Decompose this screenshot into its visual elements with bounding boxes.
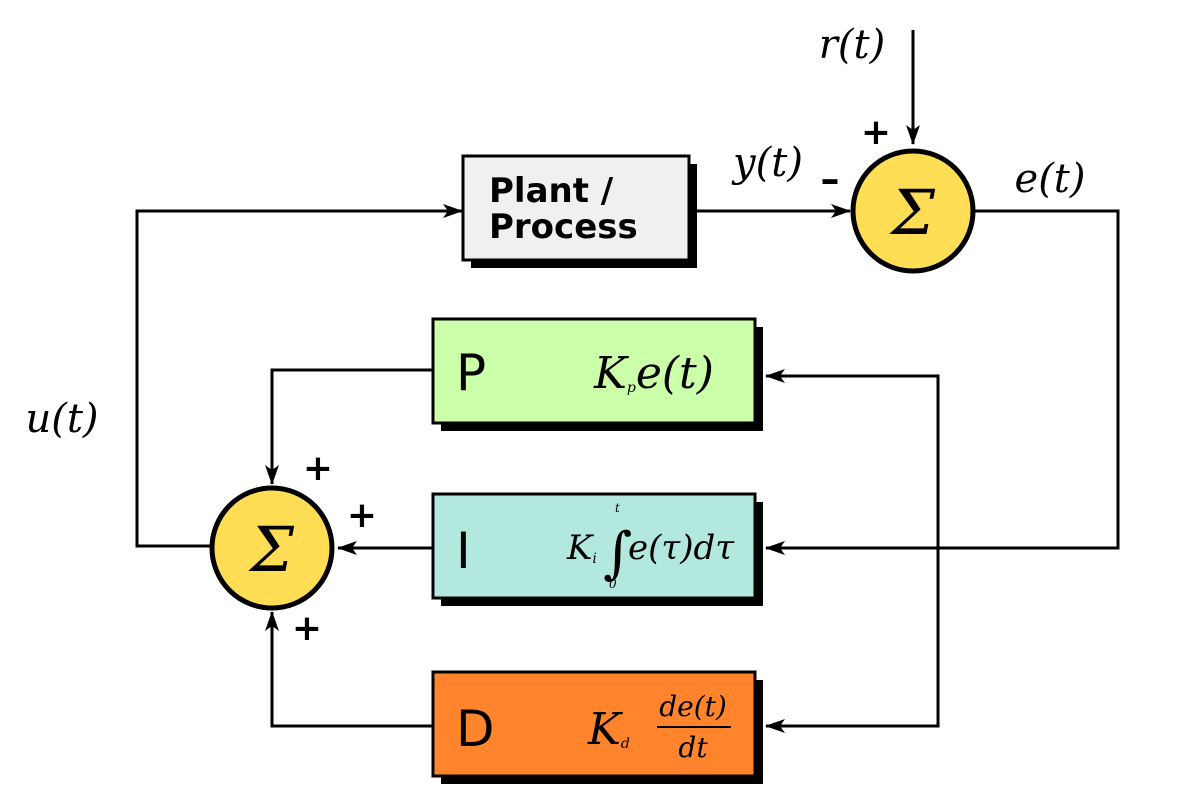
integral-lower-limit: 0 [609, 577, 617, 591]
error-minus-sign: – [821, 157, 840, 201]
plant-label-line1: Plant / [489, 171, 614, 211]
p-expression: e(t) [636, 348, 714, 399]
plant-label-line2: Process [489, 207, 638, 247]
error-summing-junction: Σ [850, 148, 976, 274]
d-block: D Kd de(t) dt [431, 670, 763, 784]
d-denominator: dt [678, 731, 708, 764]
controller-summing-junction: Σ [209, 485, 335, 611]
i-block: I Ki ∫ t 0 e(τ)dτ [431, 492, 763, 606]
i-letter: I [456, 522, 471, 580]
p-output-wire [265, 368, 433, 485]
error-sigma-symbol: Σ [889, 176, 936, 249]
plant-block: Plant / Process [461, 154, 697, 268]
d-letter: D [456, 700, 495, 758]
i-gain-subscript: i [592, 551, 596, 567]
control-wire [135, 204, 463, 548]
d-gain: Kd [587, 704, 630, 755]
controller-plus-sign-d: + [292, 608, 322, 649]
controller-sigma-symbol: Σ [248, 513, 295, 586]
d-output-wire [265, 611, 433, 728]
i-gain: Ki [566, 528, 597, 568]
p-block: P Kpe(t) [431, 317, 763, 431]
controller-plus-sign-i: + [347, 495, 377, 536]
error-plus-sign: + [861, 112, 891, 153]
error-wire [940, 209, 1120, 550]
control-signal-label: u(t) [25, 396, 98, 442]
integral-sign: ∫ [603, 521, 632, 586]
controller-plus-sign-p: + [303, 448, 333, 489]
reference-signal-label: r(t) [819, 22, 885, 68]
error-signal-label: e(t) [1015, 156, 1086, 202]
p-gain-subscript: p [627, 380, 636, 396]
error-distribution-wire [768, 374, 940, 728]
d-numerator: de(t) [659, 690, 727, 723]
d-gain-subscript: d [621, 736, 630, 752]
p-letter: P [456, 344, 486, 402]
p-gain: Kpe(t) [593, 348, 714, 399]
output-signal-label: y(t) [731, 140, 803, 186]
integral-upper-limit: t [615, 501, 620, 515]
i-expression: e(τ)dτ [628, 528, 735, 568]
